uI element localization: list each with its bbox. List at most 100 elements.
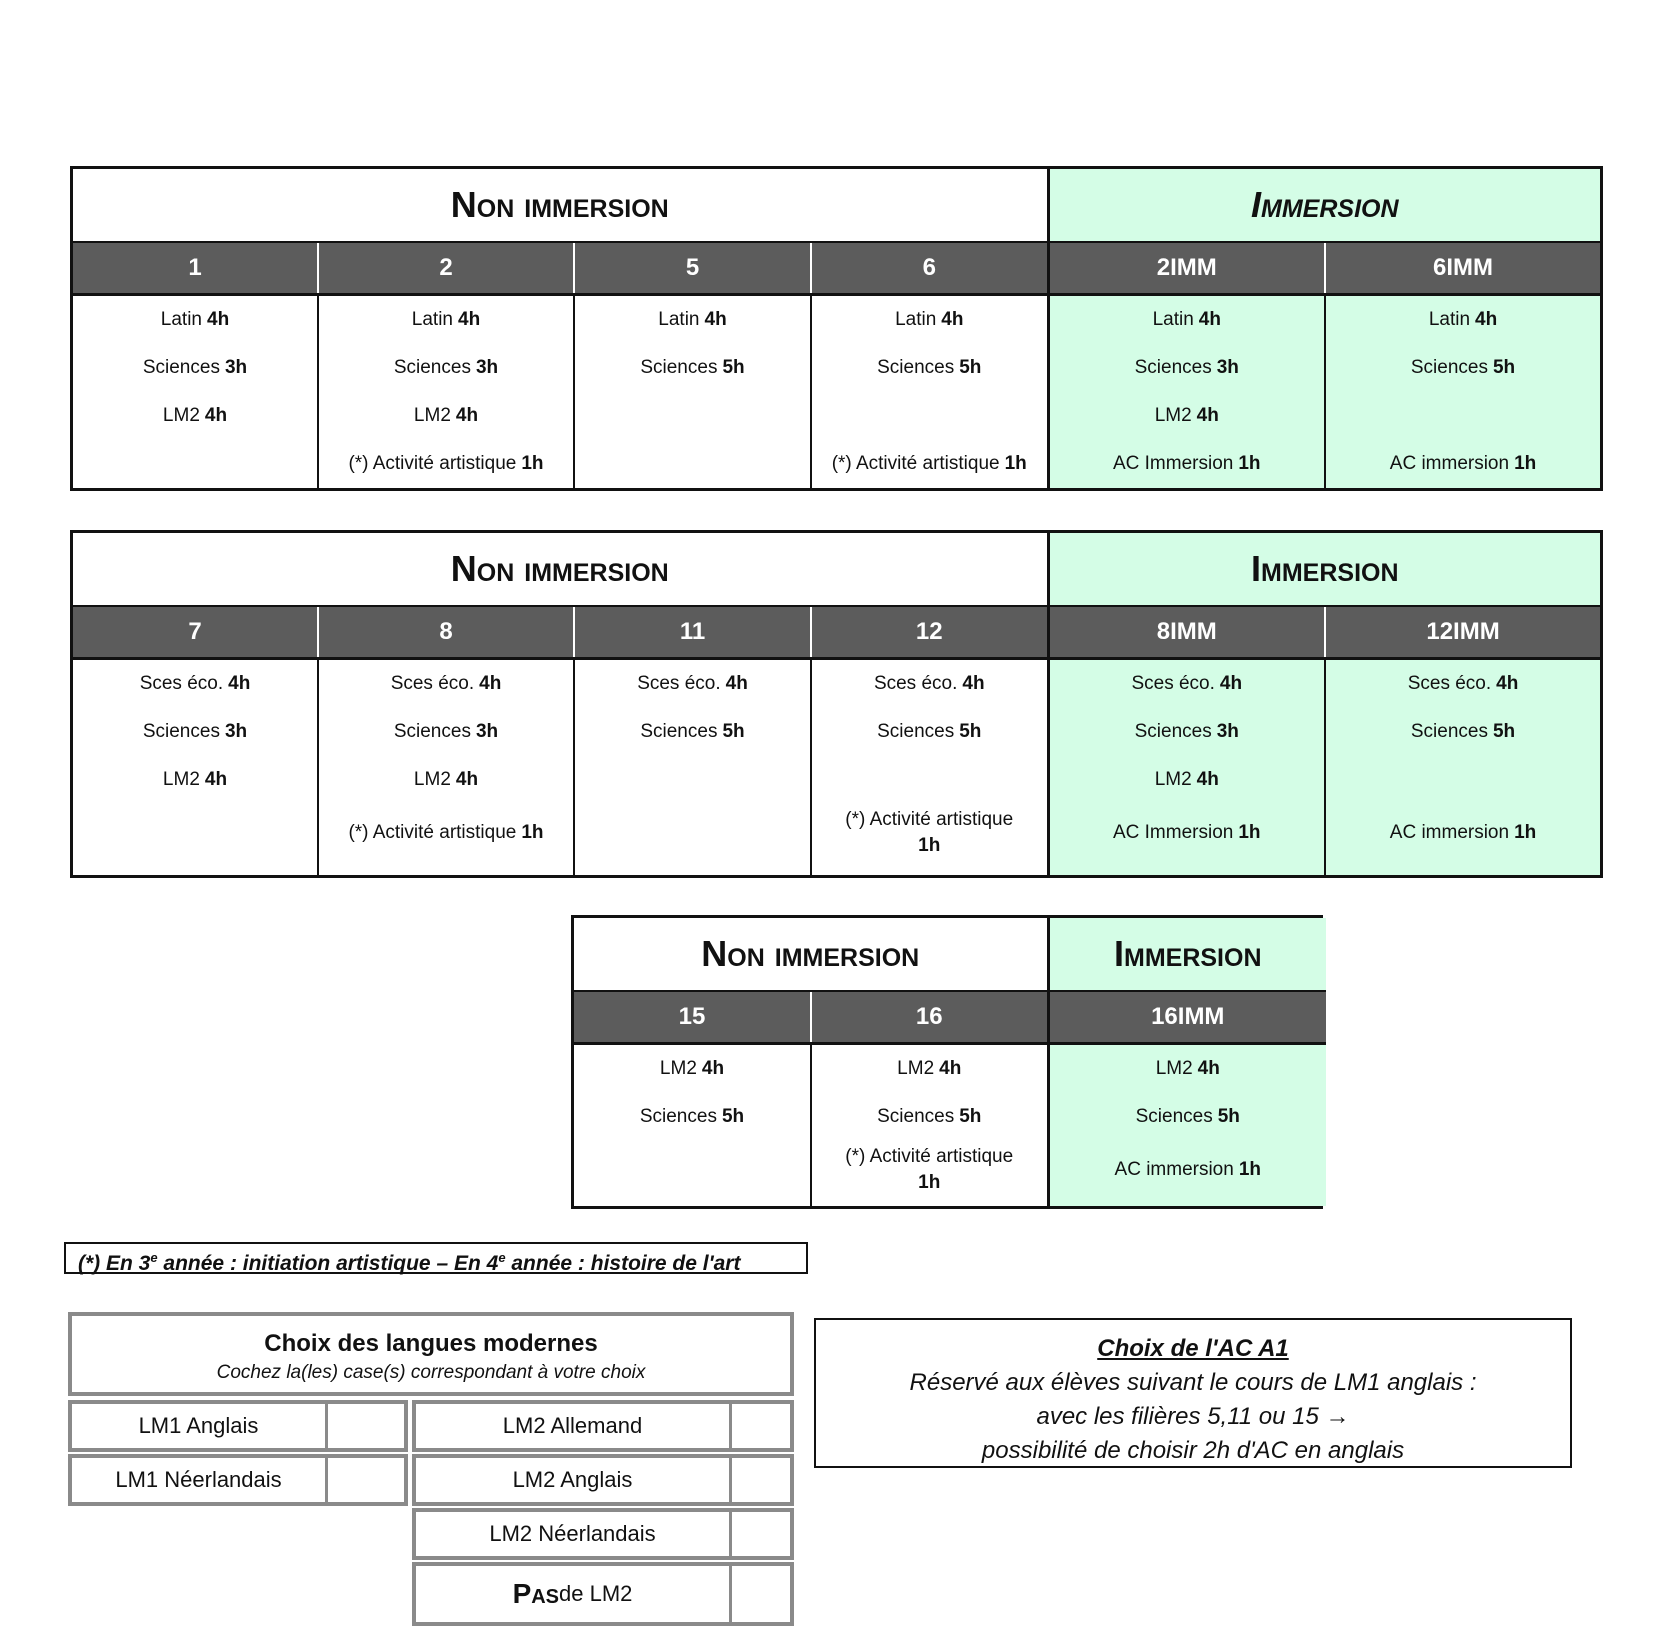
course-name: LM2 <box>162 405 200 426</box>
course-name: AC Immersion <box>1112 453 1234 474</box>
course-name: Sces éco. <box>1407 673 1492 694</box>
filiere-number: 2IMM <box>1046 242 1326 296</box>
course-hours: 1h <box>918 1172 941 1193</box>
course-hours: 5h <box>959 1106 982 1127</box>
course-name: Sciences <box>1134 357 1212 378</box>
course-hours: 1h <box>521 453 544 474</box>
course-name: Latin <box>411 309 453 330</box>
language-choice-title: Choix des langues modernes <box>264 1330 598 1357</box>
course-hours: 4h <box>939 1058 962 1079</box>
ac-choice-line: Réservé aux élèves suivant le cours de L… <box>909 1369 1477 1396</box>
filiere-number: 8 <box>317 606 574 660</box>
language-choice-header: Choix des langues modernes Cochez la(les… <box>68 1312 794 1396</box>
no-lm2-checkbox[interactable] <box>732 1566 790 1622</box>
ac-choice-line: possibilité de choisir 2h d'AC en anglai… <box>981 1437 1405 1464</box>
ac-choice-line: avec les filières 5,11 ou 15 → <box>1036 1403 1350 1430</box>
course-name: (*) Activité artistique <box>845 1146 1014 1167</box>
lm2-neerlandais-checkbox[interactable] <box>732 1512 790 1556</box>
options-table-1: Non immersion Immersion 1 2 5 6 2IMM 6IM… <box>70 166 1603 491</box>
course-hours: 4h <box>455 769 479 790</box>
course-hours: 4h <box>479 673 502 694</box>
lm2-row: LM2 Néerlandais <box>412 1508 794 1560</box>
course-hours: 1h <box>918 835 941 856</box>
lm2-allemand-checkbox[interactable] <box>732 1404 790 1448</box>
filiere-number: 12 <box>809 606 1049 660</box>
course-hours: 1h <box>1004 453 1027 474</box>
course-name: Sciences <box>142 357 220 378</box>
course-name: Latin <box>160 309 202 330</box>
lm2-row: Pas de LM2 <box>412 1562 794 1626</box>
course-hours: 4h <box>204 405 228 426</box>
lm1-label: LM1 Néerlandais <box>72 1458 328 1502</box>
options-table-2: Non immersion Immersion 7 8 11 12 8IMM 1… <box>70 530 1603 878</box>
course-name: LM2 <box>162 769 200 790</box>
course-name: (*) Activité artistique <box>845 809 1014 830</box>
course-name: AC immersion <box>1114 1159 1234 1180</box>
course-name: LM2 <box>1154 769 1192 790</box>
course-hours: 1h <box>1514 822 1537 843</box>
course-hours: 5h <box>722 357 745 378</box>
course-hours: 3h <box>475 357 499 378</box>
filiere-number: 6IMM <box>1324 242 1601 296</box>
course-hours: 4h <box>1219 673 1243 694</box>
course-name: Latin <box>658 309 700 330</box>
lm2-row: LM2 Anglais <box>412 1454 794 1506</box>
course-hours: 4h <box>725 673 748 694</box>
course-name: LM2 <box>897 1058 935 1079</box>
lm2-anglais-checkbox[interactable] <box>732 1458 790 1502</box>
course-hours: 5h <box>959 721 982 742</box>
course-name: AC immersion <box>1389 453 1510 474</box>
course-name: AC Immersion <box>1112 822 1234 843</box>
course-name: Latin <box>1428 309 1471 330</box>
lm1-row: LM1 Anglais <box>68 1400 408 1452</box>
course-name: LM2 <box>659 1058 697 1079</box>
course-hours: 5h <box>1492 357 1516 378</box>
header-non-immersion: Non immersion <box>574 918 1050 992</box>
course-name: (*) Activité artistique <box>831 453 1000 474</box>
footnote: (*) En 3e année : initiation artistique … <box>64 1242 808 1275</box>
course-name: Sciences <box>393 721 471 742</box>
course-name: Sces éco. <box>637 673 721 694</box>
course-hours: 4h <box>1196 405 1219 426</box>
course-name: LM2 <box>1154 405 1192 426</box>
course-hours: 4h <box>701 1058 725 1079</box>
course-hours: 4h <box>458 309 481 330</box>
lm2-label: LM2 Néerlandais <box>416 1512 732 1556</box>
course-name: Latin <box>1152 309 1194 330</box>
header-non-immersion: Non immersion <box>73 169 1050 243</box>
course-hours: 1h <box>1238 453 1261 474</box>
course-name: Sciences <box>640 357 718 378</box>
course-hours: 3h <box>1216 357 1239 378</box>
course-hours: 5h <box>722 721 745 742</box>
header-immersion: Immersion <box>1047 533 1601 607</box>
course-hours: 3h <box>224 721 248 742</box>
course-hours: 4h <box>704 309 727 330</box>
course-name: Sciences <box>1410 721 1488 742</box>
course-hours: 4h <box>207 309 230 330</box>
course-hours: 4h <box>1196 769 1219 790</box>
filiere-number: 7 <box>73 606 318 660</box>
filiere-number: 5 <box>573 242 811 296</box>
language-choice-subtitle: Cochez la(les) case(s) correspondant à v… <box>216 1362 646 1383</box>
filiere-number: 16IMM <box>1046 991 1327 1045</box>
course-name: Sciences <box>1134 721 1212 742</box>
course-name: Sciences <box>1135 1106 1213 1127</box>
course-hours: 4h <box>204 769 228 790</box>
course-name: Sciences <box>877 721 955 742</box>
course-hours: 4h <box>1496 673 1519 694</box>
course-name: LM2 <box>413 405 451 426</box>
lm1-anglais-checkbox[interactable] <box>328 1404 404 1448</box>
course-hours: 1h <box>1238 822 1261 843</box>
course-name: Sciences <box>877 1106 955 1127</box>
lm1-neerlandais-checkbox[interactable] <box>328 1458 404 1502</box>
